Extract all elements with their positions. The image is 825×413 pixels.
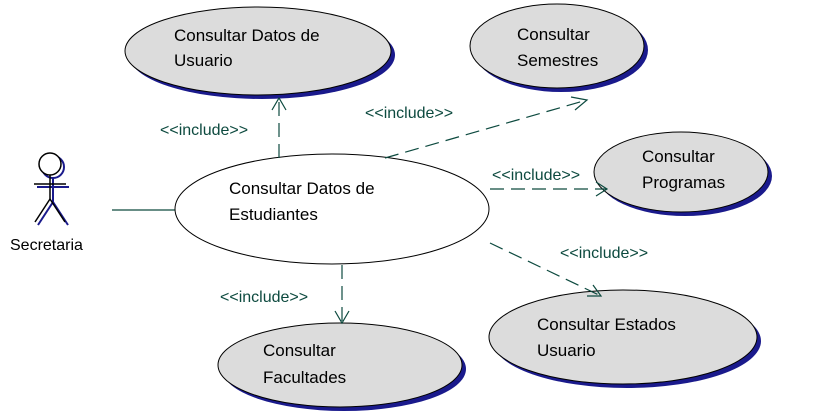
use-case-label-line2: Usuario bbox=[174, 51, 233, 70]
actor-secretaria[interactable]: Secretaria bbox=[10, 152, 83, 254]
include-label: <<include>> bbox=[220, 289, 308, 306]
use-case-label-line2: Usuario bbox=[537, 341, 596, 360]
include-dependency-programas: <<include>> bbox=[490, 167, 609, 197]
use-case-label-line2: Programas bbox=[642, 173, 725, 192]
actor-stick-figure-icon bbox=[34, 152, 66, 223]
use-case-label-line2: Semestres bbox=[517, 51, 598, 70]
main-use-case-label-line2: Estudiantes bbox=[229, 205, 318, 224]
actor-name: Secretaria bbox=[10, 237, 83, 254]
use-case-consultar-programas[interactable]: Consultar Programas bbox=[593, 131, 772, 216]
use-case-label-line1: Consultar bbox=[517, 25, 590, 44]
include-label: <<include>> bbox=[365, 105, 453, 122]
use-case-label-line1: Consultar Estados bbox=[537, 315, 676, 334]
use-case-label-line1: Consultar Datos de bbox=[174, 26, 320, 45]
use-case-consultar-datos-estudiantes[interactable]: Consultar Datos de Estudiantes bbox=[174, 153, 490, 265]
include-dependency-datos-usuario: <<include>> bbox=[160, 96, 287, 158]
include-dependency-estados-usuario: <<include>> bbox=[489, 242, 648, 297]
include-label: <<include>> bbox=[560, 245, 648, 262]
use-case-consultar-estados-usuario[interactable]: Consultar Estados Usuario bbox=[488, 289, 761, 388]
use-case-label-line2: Facultades bbox=[263, 368, 346, 387]
use-case-label-line1: Consultar bbox=[642, 147, 715, 166]
include-label: <<include>> bbox=[492, 167, 580, 184]
use-case-consultar-facultades[interactable]: Consultar Facultades bbox=[217, 322, 466, 411]
include-dependency-semestres: <<include>> bbox=[365, 96, 589, 159]
main-use-case-label-line1: Consultar Datos de bbox=[229, 179, 375, 198]
use-case-consultar-datos-usuario[interactable]: Consultar Datos de Usuario bbox=[124, 6, 395, 99]
use-case-label-line1: Consultar bbox=[263, 341, 336, 360]
include-dependency-facultades: <<include>> bbox=[220, 265, 350, 325]
include-label: <<include>> bbox=[160, 122, 248, 139]
use-case-consultar-semestres[interactable]: Consultar Semestres bbox=[469, 3, 648, 92]
